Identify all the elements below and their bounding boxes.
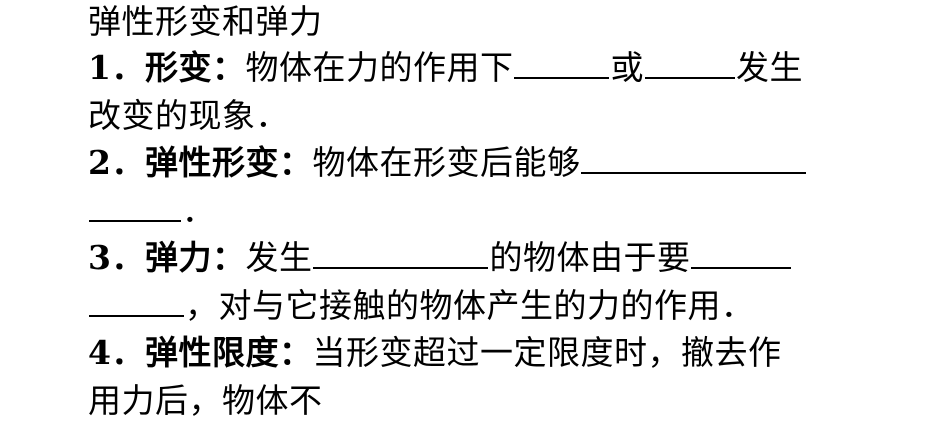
- item-3-text-a: 发生: [245, 238, 312, 277]
- item-1-label: 1．形变：: [88, 48, 245, 87]
- item-3-line-2: ，对与它接触的物体产生的力的作用．: [88, 282, 868, 330]
- item-1-blank-2[interactable]: [645, 51, 735, 79]
- item-3-blank-2a[interactable]: [691, 241, 791, 269]
- item-4-line-2: 用力后，物体不: [88, 377, 868, 424]
- item-1-line-2: 改变的现象．: [88, 92, 868, 140]
- item-2-text-a: 物体在形变后能够: [312, 143, 580, 182]
- item-3-line-1: 3．弹力：发生 的物体由于要: [88, 234, 868, 282]
- item-4-line-1: 4．弹性限度：当形变超过一定限度时，撤去作: [88, 329, 868, 377]
- item-1-line-1: 1．形变：物体在力的作用下 或 发生: [88, 44, 868, 92]
- item-4-label: 4．弹性限度：: [88, 333, 312, 372]
- section-title: 弹性形变和弹力: [88, 2, 323, 41]
- document-body: 弹性形变和弹力 1．形变：物体在力的作用下或发生 改变的现象． 2．弹性形变：物…: [88, 0, 868, 424]
- item-1-text-a: 物体在力的作用下: [245, 48, 513, 87]
- item-2-line-1: 2．弹性形变：物体在形变后能够: [88, 139, 868, 187]
- item-2-label: 2．弹性形变：: [88, 143, 312, 182]
- item-3-blank-1[interactable]: [313, 241, 488, 269]
- section-title-line: 弹性形变和弹力: [88, 0, 868, 44]
- item-4-text-b: 用力后，物体不: [88, 381, 323, 420]
- item-3-blank-2b[interactable]: [89, 289, 184, 317]
- item-3-label: 3．弹力：: [88, 238, 245, 277]
- item-2-blank-1b[interactable]: [89, 194, 181, 222]
- item-1-text-b: 或: [610, 48, 644, 87]
- item-1-blank-1[interactable]: [514, 51, 609, 79]
- item-1-text-d: 改变的现象．: [88, 96, 289, 135]
- item-2-blank-1a[interactable]: [581, 146, 806, 174]
- item-2-line-2: ．: [88, 187, 868, 235]
- item-3-text-b: 的物体由于要: [489, 238, 690, 277]
- item-4-text-a: 当形变超过一定限度时，撤去作: [312, 333, 781, 372]
- item-2-text-b: ．: [182, 191, 216, 230]
- item-1-text-c: 发生: [736, 48, 803, 87]
- item-3-text-c: ，对与它接触的物体产生的力的作用．: [185, 286, 755, 325]
